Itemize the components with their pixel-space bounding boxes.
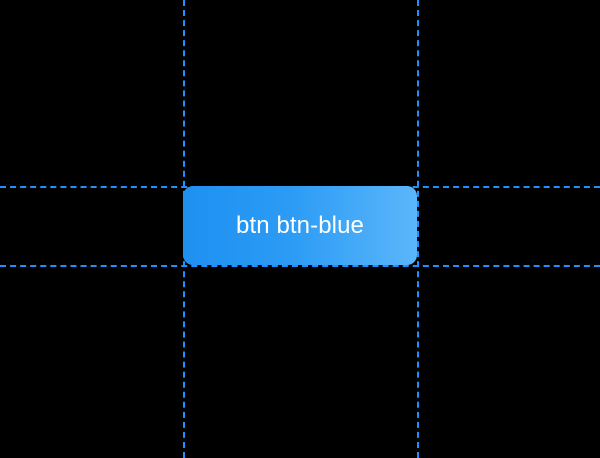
btn-blue-button[interactable]: btn btn-blue bbox=[183, 186, 417, 265]
guide-vertical-right bbox=[417, 0, 419, 458]
guide-horizontal-bottom bbox=[0, 265, 600, 267]
btn-blue-label: btn btn-blue bbox=[236, 211, 364, 239]
